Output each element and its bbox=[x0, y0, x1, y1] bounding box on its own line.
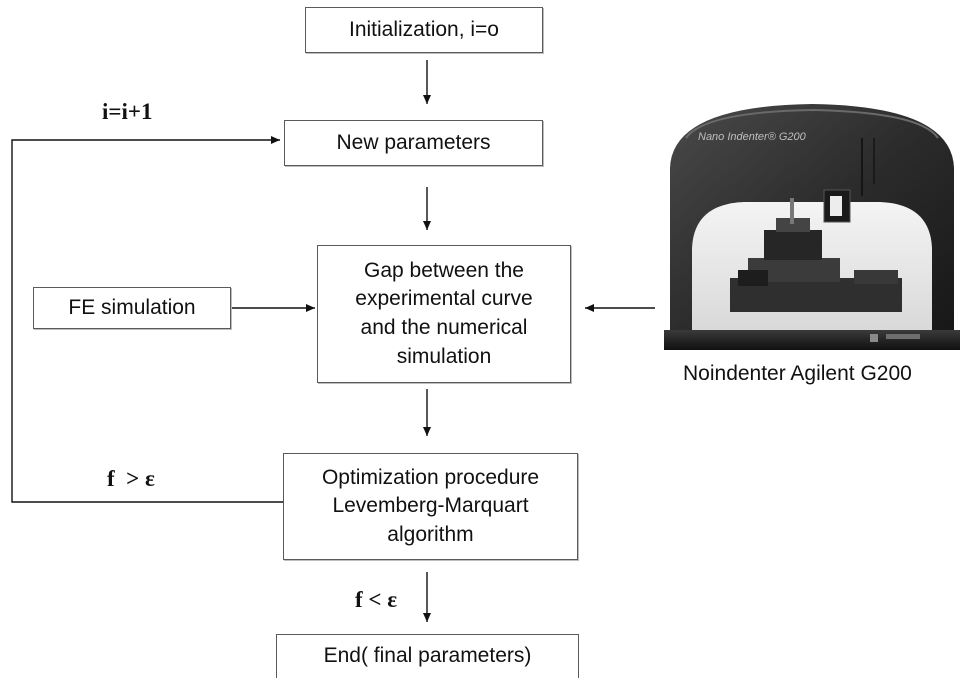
fe-simulation-label: FE simulation bbox=[68, 295, 196, 319]
instrument-caption: Noindenter Agilent G200 bbox=[683, 362, 912, 385]
not-converged-label: f > ε bbox=[107, 466, 155, 491]
initialization-label: Initialization, i=o bbox=[348, 17, 499, 41]
optimization-box: Optimization procedure Levemberg-Marquar… bbox=[283, 453, 578, 560]
gap-line-3: and the numerical bbox=[360, 316, 528, 339]
fe-simulation-box: FE simulation bbox=[33, 287, 231, 329]
increment-label: i=i+1 bbox=[102, 99, 153, 124]
optimization-line-1: Optimization procedure bbox=[321, 465, 540, 489]
gap-line-1: Gap between the bbox=[364, 258, 524, 282]
gap-line-2: experimental curve bbox=[355, 287, 533, 311]
converged-label: f < ε bbox=[355, 587, 398, 612]
end-label: End( final parameters) bbox=[323, 644, 532, 668]
gap-box: Gap between the experimental curve and t… bbox=[317, 245, 571, 383]
gap-line-4: simulation bbox=[396, 344, 492, 368]
optimization-line-3: algorithm bbox=[387, 522, 474, 546]
new-parameters-box: New parameters bbox=[284, 120, 543, 166]
initialization-box: Initialization, i=o bbox=[305, 7, 543, 53]
feedback-loop-line bbox=[11, 136, 283, 503]
optimization-line-2: Levemberg-Marquart bbox=[332, 494, 529, 518]
new-parameters-label: New parameters bbox=[336, 130, 491, 154]
end-box: End( final parameters) bbox=[276, 634, 579, 678]
front-label: Nano Indenter® G200 bbox=[698, 131, 807, 143]
nanoindenter-image: Nano Indenter® G200 bbox=[664, 104, 960, 350]
